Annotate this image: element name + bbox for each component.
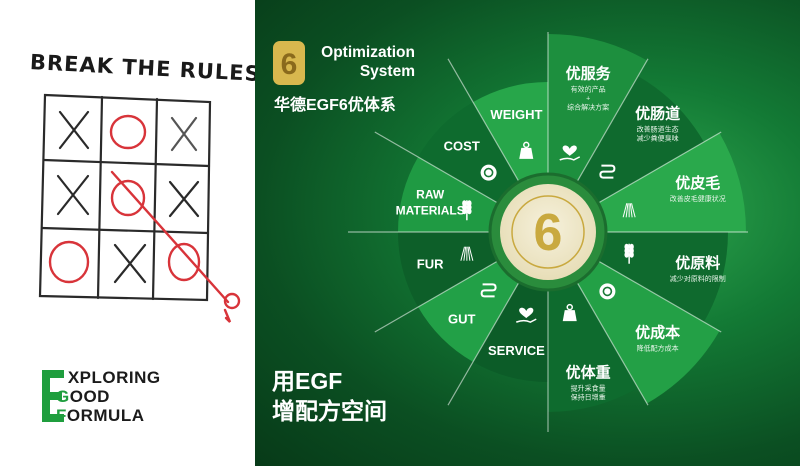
outer-title: 优服务	[566, 64, 612, 82]
x-mark	[113, 243, 147, 284]
grid-line	[42, 158, 211, 168]
outer-subtitle: 改善皮毛健康状况	[670, 194, 726, 203]
headline: 用EGF 增配方空间	[272, 368, 387, 424]
inner-segment: WEIGHT	[490, 107, 542, 159]
grid-line	[96, 95, 104, 300]
left-panel: BREAK THE RULES	[0, 0, 255, 466]
outer-ring	[548, 34, 746, 412]
rule-break-line	[110, 170, 230, 304]
outer-subtitle: 减少粪便臭味	[637, 133, 679, 142]
weight-icon	[562, 303, 577, 322]
inner-segment: COST	[444, 139, 497, 181]
outer-subtitle: 保持日增重	[571, 393, 606, 402]
logo-subtitle-cn: 华德EGF6优体系	[274, 97, 396, 114]
wheat-icon	[462, 200, 472, 221]
brand-line-1: EXPLORING	[67, 368, 161, 387]
inner-label: COST	[444, 139, 480, 154]
inner-segment: GUT	[448, 283, 497, 326]
divider-line	[597, 131, 722, 204]
divider-line	[576, 58, 649, 183]
svg-text:6: 6	[281, 48, 298, 81]
inner-segment: SERVICE	[488, 307, 545, 358]
o-mark	[167, 242, 201, 282]
outer-title: 优皮毛	[675, 174, 720, 192]
inner-label: WEIGHT	[490, 107, 542, 122]
center-hub: 6	[488, 172, 608, 292]
brand-line-2: GOOD	[56, 387, 110, 406]
o-mark	[109, 114, 147, 150]
inner-sector	[398, 232, 498, 307]
outer-subtitle: 有效的产品	[571, 84, 606, 93]
heart-hand-icon	[515, 307, 537, 323]
divider-line	[374, 131, 499, 204]
x-mark	[56, 174, 90, 216]
divider-line	[597, 260, 722, 333]
tic-tac-toe-sketch	[38, 93, 241, 323]
divider-line	[374, 260, 499, 333]
outer-title: 优体重	[566, 364, 611, 382]
outer-subtitle: 提升采食量	[571, 384, 606, 393]
wheat-icon	[624, 243, 634, 264]
grid-line	[40, 226, 210, 235]
x-mark	[170, 116, 198, 152]
outer-sector	[548, 34, 647, 182]
inner-label: RAW	[416, 187, 445, 201]
grid-line	[151, 97, 159, 301]
o-mark-small	[223, 292, 241, 310]
outer-subtitle: 降低配方成本	[637, 344, 679, 353]
logo-title: Optimization System	[321, 44, 415, 80]
center-number: 6	[534, 204, 563, 262]
inner-label: SERVICE	[488, 343, 545, 358]
inner-label: MATERIALS	[396, 203, 465, 217]
inner-label: GUT	[448, 311, 476, 326]
outer-subtitle: 综合解决方案	[567, 102, 609, 111]
inner-sector	[398, 157, 498, 232]
outer-subtitle: 减少对原料的限制	[670, 274, 726, 283]
inner-sector	[418, 261, 519, 362]
weight-icon	[519, 141, 534, 159]
divider-line	[447, 58, 520, 183]
coin-icon	[480, 164, 497, 181]
inner-segment: RAW MATERIALS	[396, 187, 472, 221]
outer-title: 优原料	[675, 254, 720, 272]
o-mark	[110, 179, 146, 217]
gut-icon	[480, 283, 497, 298]
inner-ring	[398, 82, 548, 382]
brand-e-icon	[42, 370, 64, 422]
fur-icon	[460, 246, 474, 261]
coin-icon	[599, 283, 616, 300]
fur-icon	[622, 203, 636, 218]
x-mark	[168, 180, 200, 218]
x-mark	[58, 110, 90, 150]
inner-sector	[473, 282, 548, 382]
ring-dividers	[348, 32, 748, 432]
scribble	[223, 308, 232, 323]
outer-title: 优肠道	[635, 104, 680, 122]
o-mark	[48, 240, 90, 284]
brand-line-3: FORMULA	[56, 406, 145, 425]
inner-segment: FUR	[417, 246, 474, 272]
divider-line	[447, 281, 520, 406]
outer-title: 优成本	[635, 324, 680, 342]
gut-icon	[599, 164, 616, 179]
outer-subtitle: +	[586, 95, 590, 102]
heart-hand-icon	[559, 145, 581, 161]
outer-sector	[598, 133, 746, 232]
inner-label: FUR	[417, 257, 444, 272]
egf6-badge-icon: 6	[273, 41, 305, 85]
divider-line	[576, 281, 649, 406]
outer-subtitle: 改善肠道生态	[637, 124, 679, 133]
